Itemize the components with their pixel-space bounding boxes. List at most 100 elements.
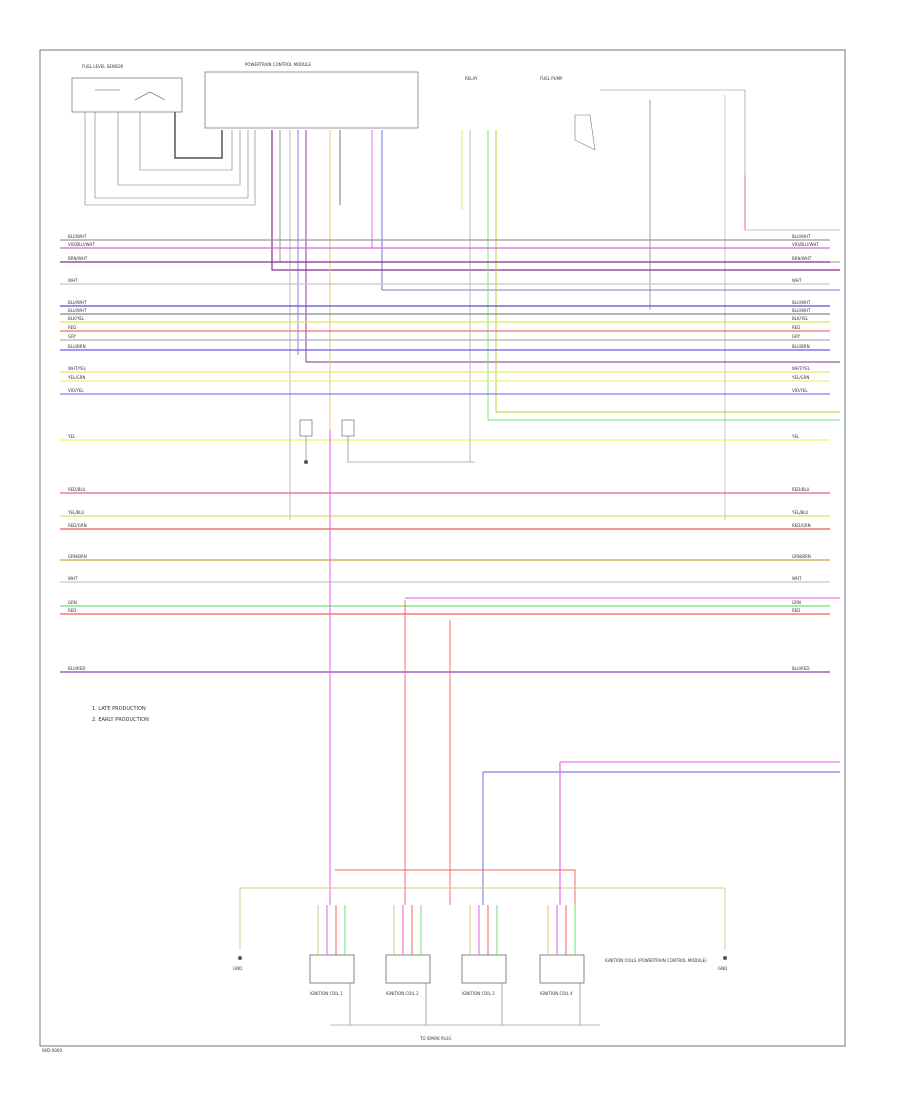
fuel-level-sensor: FUEL LEVEL SENSOR (71, 64, 183, 113)
wire-label-right: BLU/RED (792, 666, 809, 671)
wire-8: GRY GRY (60, 334, 830, 341)
wire-label-left: RED/BLU (68, 487, 86, 492)
wire-12: VIO/YEL VIO/YEL (60, 388, 830, 395)
wire-label-right: YEL (791, 434, 800, 439)
wire-bundle: BLU/WHT BLU/WHT VIO/BLU/WHT VIO/BLU/WHT BRN/… (60, 234, 830, 673)
wire-label-right: BRN/WHT (792, 256, 812, 261)
wire-7: RED RED (60, 325, 830, 332)
wire-label-left: BLU/WHT (68, 234, 87, 239)
fuel-level-sensor-label: FUEL LEVEL SENSOR (82, 64, 124, 69)
ignition-coil-2: IGNITION COIL 2 (385, 905, 431, 1025)
wire-label-left: GRN (68, 600, 77, 605)
wire-2: BRN/WHT BRN/WHT (60, 256, 830, 263)
notes: 1. LATE PRODUCTION 2. EARLY PRODUCTION (92, 706, 149, 723)
wire-label-left: BLU/WHT (68, 308, 87, 313)
coil-label: IGNITION COIL 4 (540, 991, 573, 996)
wire-18: WHT WHT (60, 576, 830, 583)
wire-label-right: BLU/BRN (792, 344, 810, 349)
wire-label-left: BLU/WHT (68, 300, 87, 305)
wire-label-left: WHT (68, 278, 78, 283)
wire-20: RED RED (60, 608, 830, 615)
ignition-coil-4: IGNITION COIL 4 (539, 905, 585, 1025)
wire-19: GRN GRN (60, 600, 830, 607)
wire-label-left: GRN/BRN (68, 554, 87, 559)
wire-label-left: RED (68, 608, 76, 613)
wire-label-left: RED (68, 325, 76, 330)
wire-label-left: RED/GRN (68, 523, 87, 528)
wire-label-left: VIO/BLU/WHT (68, 242, 95, 247)
wire-label-right: BLU/WHT (792, 300, 811, 305)
sensor-harness (84, 112, 256, 206)
wire-label-right: WHT/YEL (792, 366, 811, 371)
wire-1: VIO/BLU/WHT VIO/BLU/WHT (60, 242, 830, 249)
wire-label-left: YEL/GRN (67, 375, 85, 380)
wire-label-right: GRN/BRN (792, 554, 811, 559)
note-1: 1. LATE PRODUCTION (92, 706, 146, 712)
wire-label-right: GRN (792, 600, 801, 605)
page-id: W/D-0000 (42, 1048, 62, 1053)
control-module: POWERTRAIN CONTROL MODULE (204, 62, 419, 129)
wire-21: BLU/RED BLU/RED (60, 666, 830, 673)
wire-label-right: VIO/BLU/WHT (792, 242, 819, 247)
wire-label-right: YEL/BLU (791, 510, 808, 515)
wire-label-right: YEL/GRN (791, 375, 809, 380)
wire-4: BLU/WHT BLU/WHT (60, 300, 830, 307)
wire-11: YEL/GRN YEL/GRN (60, 375, 830, 382)
wire-label-left: WHT (68, 576, 78, 581)
right-relay-assembly (574, 89, 840, 520)
wire-14: RED/BLU RED/BLU (60, 487, 830, 494)
footer-label: TO SPARK PLUG (419, 1036, 451, 1041)
wire-15: YEL/BLU YEL/BLU (60, 510, 830, 517)
relay-label: RELAY (465, 76, 478, 81)
wire-label-left: YEL/BLU (67, 510, 84, 515)
wire-10: WHT/YEL WHT/YEL (60, 366, 830, 373)
wire-label-right: BLK/YEL (792, 316, 809, 321)
wire-label-left: WHT/YEL (68, 366, 87, 371)
wire-label-right: WHT (792, 278, 802, 283)
wire-label-left: YEL (67, 434, 76, 439)
wire-9: BLU/BRN BLU/BRN (60, 344, 830, 351)
wire-label-right: BLU/WHT (792, 234, 811, 239)
wire-label-right: RED/BLU (792, 487, 810, 492)
diagram-frame (39, 49, 846, 1047)
wire-label-right: BLU/WHT (792, 308, 811, 313)
right-ground: GND (718, 956, 727, 971)
wire-13: YEL YEL (60, 434, 830, 441)
ignition-coil-1: IGNITION COIL 1 (309, 905, 355, 1025)
wire-label-right: RED (792, 608, 800, 613)
wire-6: BLK/YEL BLK/YEL (60, 316, 830, 323)
wire-5: BLU/WHT BLU/WHT (60, 308, 830, 315)
wire-label-left: VIO/YEL (68, 388, 84, 393)
coil-label: IGNITION COIL 1 (310, 991, 343, 996)
wire-3: WHT WHT (60, 278, 830, 285)
wire-label-left: BRN/WHT (68, 256, 88, 261)
wire-16: RED/GRN RED/GRN (60, 523, 830, 530)
coil-note: IGNITION COILS (POWERTRAIN CONTROL MODUL… (605, 958, 707, 963)
wire-label-right: RED/GRN (792, 523, 811, 528)
wire-label-right: RED (792, 325, 800, 330)
fuel-pump-label: FUEL PUMP (540, 76, 563, 81)
wire-label-right: WHT (792, 576, 802, 581)
coil-label: IGNITION COIL 2 (386, 991, 419, 996)
mid-relay (299, 419, 475, 464)
control-module-label: POWERTRAIN CONTROL MODULE (245, 62, 311, 67)
left-ground: GND (233, 956, 242, 971)
wire-0: BLU/WHT BLU/WHT (60, 234, 830, 241)
wire-label-left: BLK/YEL (68, 316, 85, 321)
wire-label-left: BLU/BRN (68, 344, 86, 349)
ignition-coil-3: IGNITION COIL 3 (461, 905, 507, 1025)
note-2: 2. EARLY PRODUCTION (92, 717, 149, 723)
wire-label-left: GRY (68, 334, 77, 339)
right-ground-label: GND (718, 966, 727, 971)
module-drops (60, 130, 840, 520)
wire-label-right: GRY (792, 334, 801, 339)
coil-feeds (239, 430, 840, 950)
left-ground-label: GND (233, 966, 242, 971)
wire-17: GRN/BRN GRN/BRN (60, 554, 830, 561)
coil-label: IGNITION COIL 3 (462, 991, 495, 996)
wire-label-left: BLU/RED (68, 666, 85, 671)
coil-group: IGNITION COIL 1 IGNITION COIL 2 IGNITION C… (309, 905, 585, 1025)
wire-label-right: VIO/YEL (792, 388, 808, 393)
